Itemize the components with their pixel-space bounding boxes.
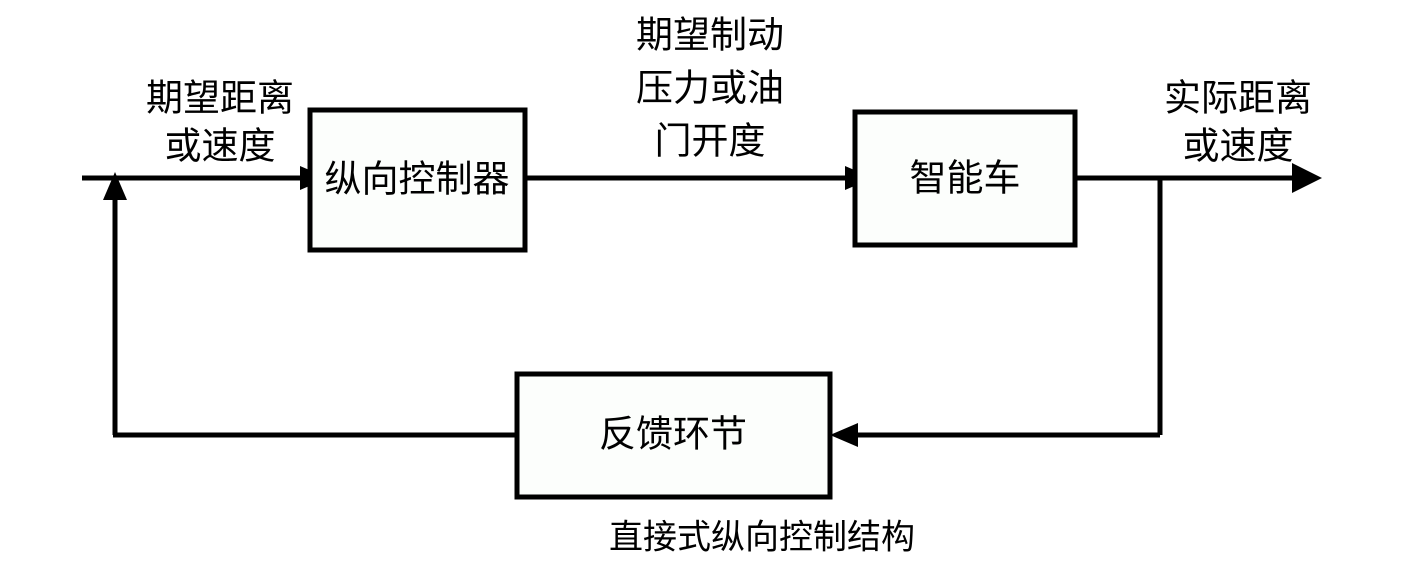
arrow-into-summing-junction-icon xyxy=(103,172,127,200)
signal-label-output-line2: 或速度 xyxy=(1183,125,1294,168)
signal-label-control-line1: 期望制动 xyxy=(636,14,784,57)
signal-label-control-line3: 门开度 xyxy=(655,120,766,163)
signal-label-input-line2: 或速度 xyxy=(165,125,276,168)
signal-label-input-line1: 期望距离 xyxy=(146,77,294,120)
arrow-into-feedback-block-icon xyxy=(830,423,858,447)
figure-caption: 直接式纵向控制结构 xyxy=(609,518,915,558)
signal-label-output-line1: 实际距离 xyxy=(1164,77,1312,120)
block-feedback-label: 反馈环节 xyxy=(599,413,747,456)
block-controller-label: 纵向控制器 xyxy=(325,158,510,201)
signal-label-control-line2: 压力或油 xyxy=(636,67,784,110)
arrow-output-icon xyxy=(1292,163,1322,193)
block-feedback[interactable] xyxy=(514,371,833,500)
block-vehicle-label: 智能车 xyxy=(910,157,1021,200)
block-controller[interactable] xyxy=(307,107,528,253)
